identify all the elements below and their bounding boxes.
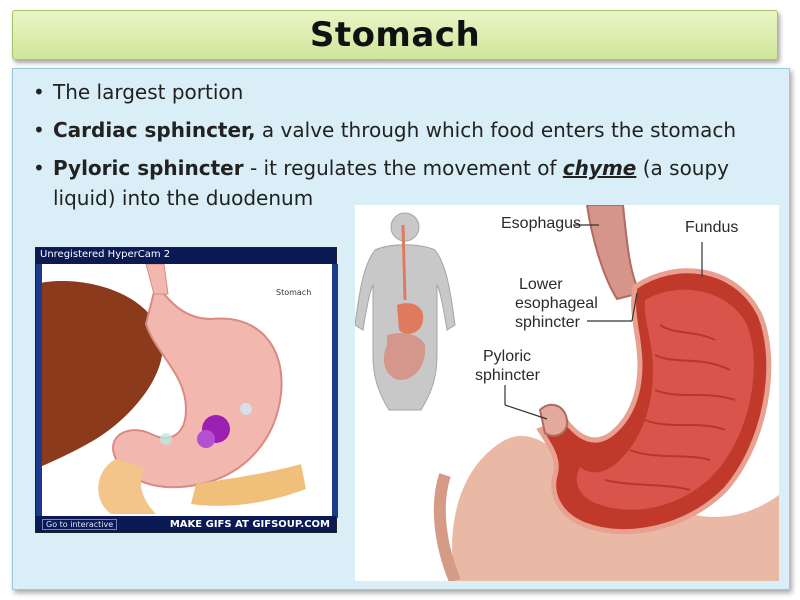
bullet-text: - it regulates the movement of xyxy=(243,156,563,180)
bullet-dot-icon: • xyxy=(33,80,45,104)
gifsoup-watermark: MAKE GIFS AT GIFSOUP.COM xyxy=(169,519,330,530)
bullet-term: Cardiac sphincter, xyxy=(53,118,256,142)
gif-top-text: Unregistered HyperCam 2 xyxy=(40,249,171,260)
slide-title-bar: Stomach xyxy=(12,10,778,60)
bullet-text: (a soupy liquid) into the duodenum xyxy=(53,156,730,210)
bullet-dot-icon: • xyxy=(33,118,45,142)
bullet-item: • Pyloric sphincter - it regulates the m… xyxy=(31,153,781,213)
bullet-dot-icon: • xyxy=(33,156,45,180)
pyloric-sphincter-label-line1: Pyloric xyxy=(483,348,532,365)
pyloric-sphincter-label-line2: sphincter xyxy=(475,367,540,384)
slide-content: • The largest portion • Cardiac sphincte… xyxy=(12,68,790,590)
stomach-anatomy-illustration xyxy=(355,205,779,581)
lower-esophageal-label-line2: esophageal xyxy=(515,295,598,312)
bullet-term: Pyloric sphincter xyxy=(53,156,244,180)
bullet-text: The largest portion xyxy=(53,80,244,104)
lower-esophageal-label-line1: Lower xyxy=(519,276,563,293)
esophagus-label: Esophagus xyxy=(501,215,582,232)
slide-title: Stomach xyxy=(309,15,481,55)
bullet-item: • The largest portion xyxy=(31,77,781,107)
gif-bottom-bar: Go to interactive MAKE GIFS AT GIFSOUP.C… xyxy=(36,516,336,532)
gif-top-bar: Unregistered HyperCam 2 xyxy=(36,248,336,264)
go-to-interactive-button[interactable]: Go to interactive xyxy=(42,519,118,530)
fundus-label: Fundus xyxy=(685,219,739,236)
stomach-animation-image: Unregistered HyperCam 2 Stomach Go to in… xyxy=(35,247,338,533)
bullet-text: a valve through which food enters the st… xyxy=(255,118,737,142)
stomach-anatomy-image: Esophagus Fundus Lower esophageal sphinc… xyxy=(355,205,779,581)
stomach-illustration xyxy=(36,264,338,518)
bullet-list: • The largest portion • Cardiac sphincte… xyxy=(31,77,781,221)
stomach-label: Stomach xyxy=(276,288,312,297)
lower-esophageal-label-line3: sphincter xyxy=(515,314,580,331)
bullet-emphasis: chyme xyxy=(562,156,637,180)
bullet-item: • Cardiac sphincter, a valve through whi… xyxy=(31,115,781,145)
